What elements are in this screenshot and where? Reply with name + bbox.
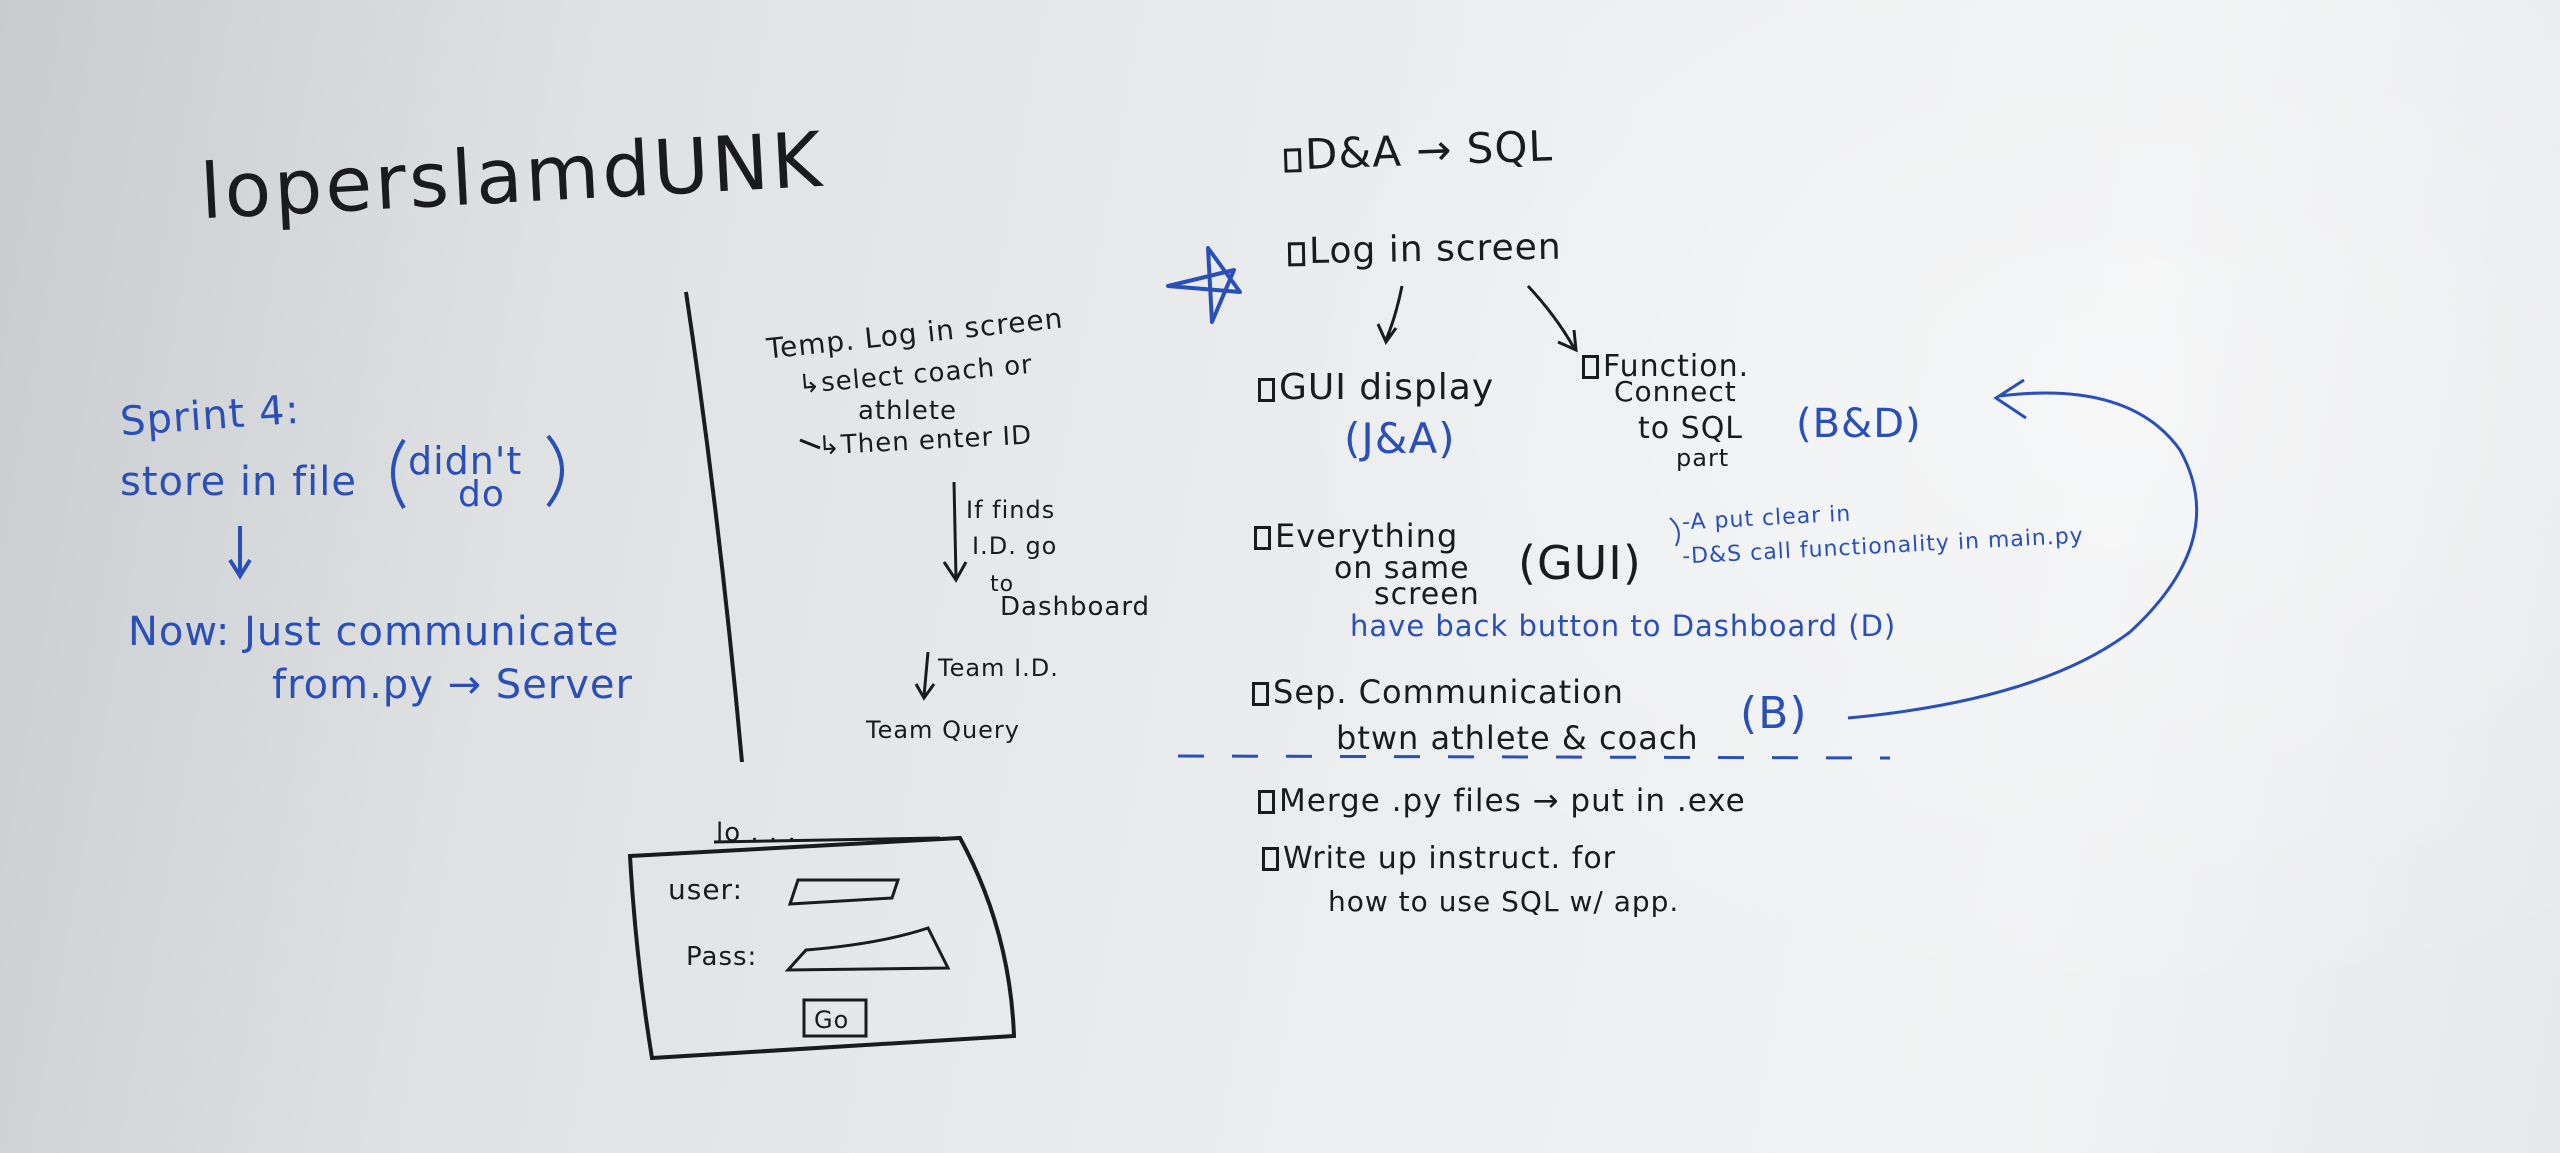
task-everything-line3: screen [1374, 577, 1480, 612]
down-arrow-icon [228, 526, 252, 580]
sprint-store-text: store in file [120, 459, 357, 505]
paren-left-stroke [391, 438, 406, 510]
flow-down-arrow-icon [942, 481, 968, 583]
checkbox-icon [1258, 790, 1275, 814]
task-everything: Everything [1254, 520, 1458, 552]
task-write-up: Write up instruct. for [1262, 844, 1616, 874]
loop-arrowhead-icon [1993, 378, 2027, 420]
sketch-pass-field [784, 926, 951, 972]
task-everything-gui: (GUI) [1518, 536, 1642, 590]
sketch-go-label: Go [814, 1006, 850, 1034]
sketch-go-button [802, 998, 868, 1038]
paren-right-stroke [546, 434, 564, 508]
task-merge: Merge .py files → put in .exe [1258, 786, 1746, 817]
task-sep-label: Sep. Communication [1273, 673, 1624, 711]
task-sep-line2: btwn athlete & coach [1336, 719, 1699, 757]
flow-to: to [990, 572, 1015, 597]
flow-if-finds: If finds [966, 496, 1056, 524]
flow-hook-stroke [799, 438, 821, 450]
divider-line [684, 291, 744, 763]
now-line-2: from.py → Server [272, 662, 633, 708]
task-sep-communication: Sep. Communication [1252, 676, 1624, 708]
loop-arrow-icon [1847, 391, 2199, 720]
task-function-connect: Connect [1614, 375, 1737, 408]
task-sep-owner: (B) [1740, 688, 1808, 739]
task-function-owner: (B&D) [1796, 401, 1922, 447]
checkbox-icon [1258, 378, 1275, 402]
flow-athlete: athlete [858, 396, 958, 426]
flow-team-id: Team I.D. [938, 654, 1059, 682]
flow-id-go: I.D. go [972, 532, 1058, 560]
task-everything-line2: on same [1334, 551, 1470, 586]
branch-arrow-right-icon [1526, 284, 1578, 353]
branch-arrow-left-icon [1376, 285, 1404, 346]
flow-team-query: Team Query [866, 716, 1020, 744]
checkbox-icon [1252, 682, 1269, 706]
sketch-top-line [713, 836, 941, 844]
sprint-do-text: do [458, 474, 505, 515]
checkbox-icon [1262, 847, 1279, 871]
checkbox-icon [1254, 526, 1271, 550]
now-line-1: Now: Just communicate [128, 609, 620, 655]
task-write-up-line2: how to use SQL w/ app. [1328, 885, 1680, 918]
task-gui-owner: (J&A) [1344, 414, 1456, 463]
task-gui-display-label: GUI display [1279, 367, 1495, 408]
login-sketch-box [627, 835, 1017, 1061]
task-merge-label: Merge .py files → put in .exe [1279, 783, 1746, 819]
sketch-user-label: user: [668, 873, 744, 906]
task-gui-display: GUI display [1258, 370, 1494, 406]
dashed-separator [1177, 754, 1891, 760]
star-icon [1166, 246, 1242, 324]
flow-dashboard: Dashboard [1000, 592, 1151, 622]
task-function: Function. [1582, 352, 1749, 382]
sprint-didnt-text: didn't [408, 439, 523, 483]
task-back-button: have back button to Dashboard (D) [1350, 609, 1897, 643]
task-function-part: part [1676, 444, 1730, 472]
flow-down-arrow-icon-2 [914, 651, 936, 701]
task-everything-label: Everything [1275, 517, 1459, 555]
task-function-sql: to SQL [1638, 411, 1744, 446]
task-write-up-label: Write up instruct. for [1283, 841, 1617, 876]
checkbox-icon [1582, 355, 1599, 379]
sketch-pass-label: Pass: [686, 942, 758, 972]
task-function-label: Function. [1603, 349, 1750, 384]
sketch-user-field [787, 878, 901, 906]
note-bracket [1669, 517, 1680, 547]
